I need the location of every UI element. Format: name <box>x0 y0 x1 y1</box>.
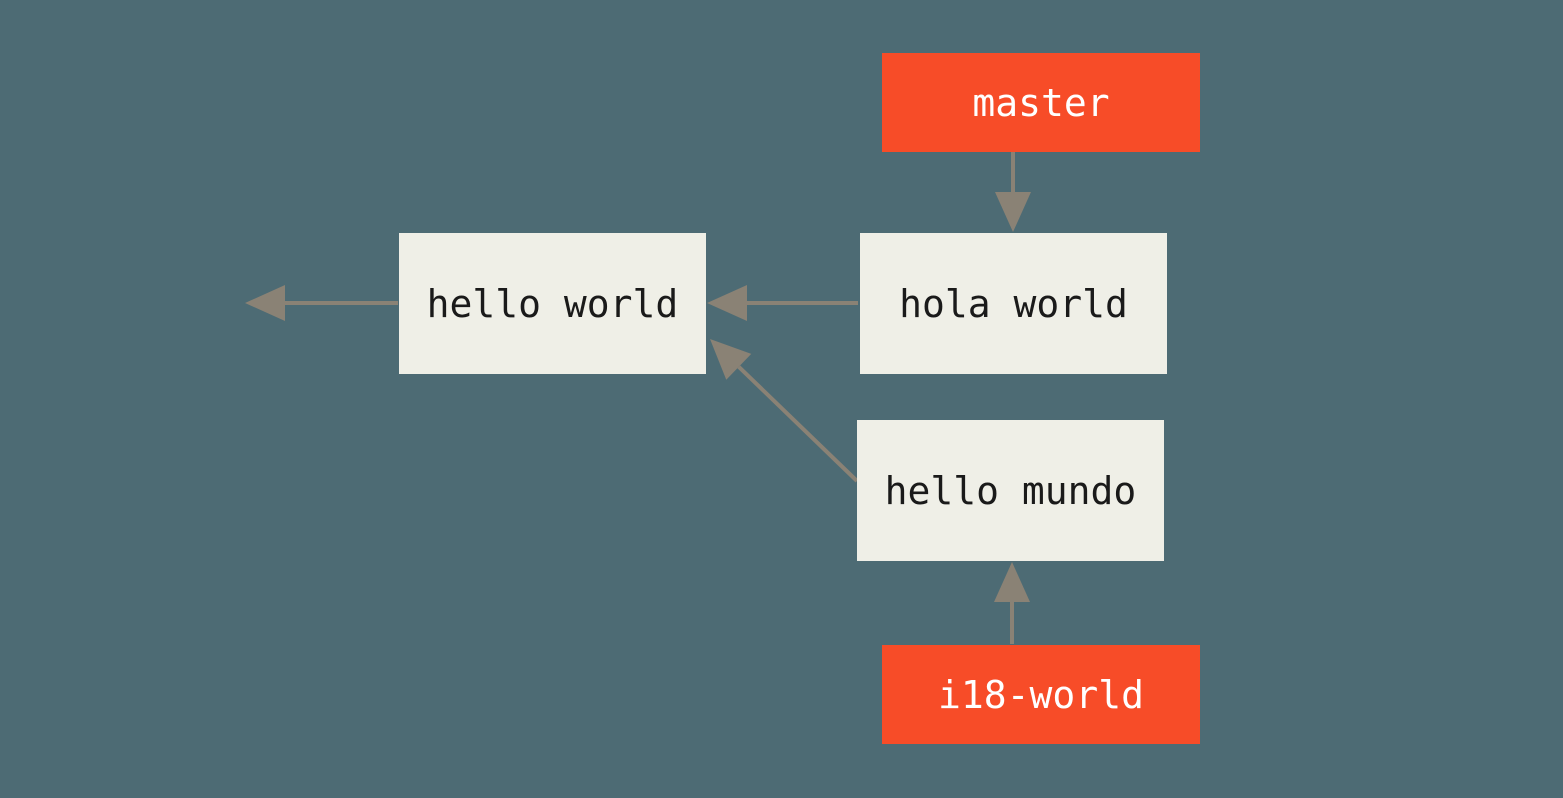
node-label: hello mundo <box>884 468 1137 513</box>
node-label: hello world <box>426 281 679 326</box>
commit-node-hola-world[interactable]: hola world <box>860 233 1167 374</box>
node-label: master <box>972 80 1110 125</box>
edge-master-to-hola-world <box>995 152 1031 232</box>
edge-arrowhead <box>707 285 747 321</box>
edge-arrowhead <box>245 285 285 321</box>
edge-arrowhead <box>994 562 1030 602</box>
branch-node-i18-world[interactable]: i18-world <box>882 645 1200 744</box>
edge-shaft <box>737 365 859 483</box>
node-label: hola world <box>899 281 1128 326</box>
edge-hola-world-to-hello-world <box>707 285 858 321</box>
edge-i18-world-to-hello-mundo <box>994 562 1030 644</box>
edge-arrowhead <box>710 339 752 380</box>
edge-arrowhead <box>995 192 1031 232</box>
commit-node-hello-world[interactable]: hello world <box>399 233 706 374</box>
branch-node-master[interactable]: master <box>882 53 1200 152</box>
edge-hello-world-to-parent <box>245 285 398 321</box>
node-label: i18-world <box>938 672 1144 717</box>
commit-node-hello-mundo[interactable]: hello mundo <box>857 420 1164 561</box>
edge-hello-mundo-to-hello-world <box>710 339 859 483</box>
